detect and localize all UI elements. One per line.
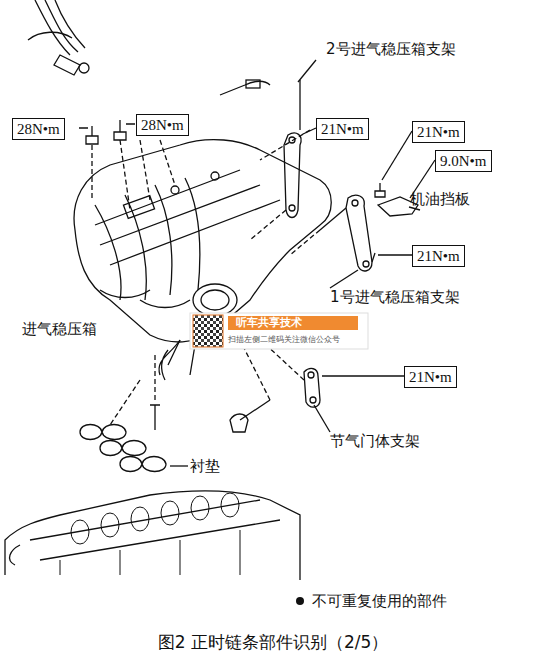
torque-value: 21N•m — [409, 369, 452, 385]
part-name: 衬垫 — [190, 457, 220, 475]
torque-box: 21N•m — [412, 245, 465, 267]
torque-value: 28N•m — [141, 117, 184, 133]
part-name: 1号进气稳压箱支架 — [330, 288, 460, 306]
torque-value: 21N•m — [417, 124, 460, 140]
part-name: 节气门体支架 — [330, 432, 420, 450]
torque-box: 21N•m — [316, 118, 369, 140]
watermark-text: 扫描左侧二维码关注微信公众号 — [228, 334, 340, 345]
torque-value: 21N•m — [417, 248, 460, 264]
part-name: 2号进气稳压箱支架 — [326, 40, 456, 58]
part-name: 进气稳压箱 — [22, 320, 97, 338]
torque-value: 9.0N•m — [440, 153, 487, 169]
torque-value: 28N•m — [17, 121, 60, 137]
legend-text: 不可重复使用的部件 — [312, 592, 447, 610]
part-name: 机油挡板 — [410, 190, 470, 208]
torque-box: 28N•m — [136, 114, 189, 136]
figure-caption: 图2 正时链条部件识别（2/5） — [158, 632, 389, 652]
torque-box: 9.0N•m — [435, 150, 492, 172]
torque-box: 21N•m — [412, 121, 465, 143]
watermark-text: 听车共享技术 — [236, 316, 302, 330]
torque-box: 21N•m — [404, 366, 457, 388]
torque-box: 28N•m — [12, 118, 65, 140]
torque-value: 21N•m — [321, 121, 364, 137]
legend-dot — [296, 597, 304, 605]
